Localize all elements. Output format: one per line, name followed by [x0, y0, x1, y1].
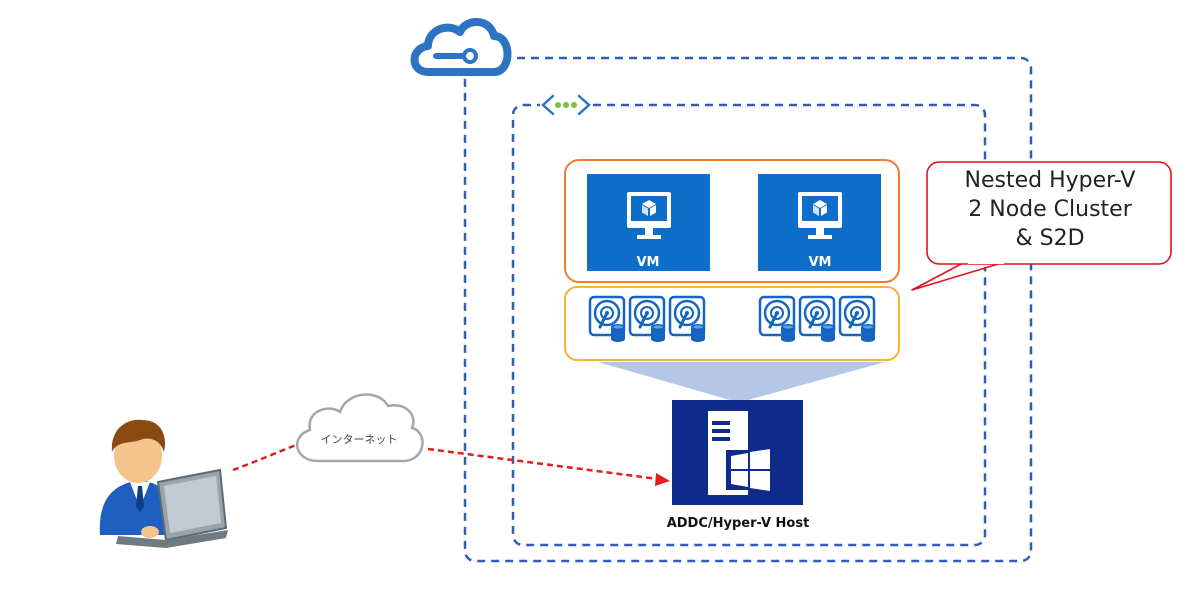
- virtual-machine-icon: [798, 192, 842, 239]
- user-to-internet-link: [232, 443, 297, 472]
- vm-label: VM: [637, 255, 660, 270]
- virtual-network-boundary: [511, 103, 987, 547]
- hard-disk-icon: [798, 295, 837, 344]
- hard-disk-icon: [628, 295, 667, 344]
- user-with-laptop-icon: [99, 419, 228, 548]
- internet-label: インターネット: [321, 433, 398, 446]
- virtual-machine-icon: [627, 192, 671, 239]
- callout-line: 2 Node Cluster: [968, 197, 1132, 222]
- arrow-head: [655, 473, 670, 486]
- virtual-network-icon: [540, 92, 592, 118]
- vm-label: VM: [809, 255, 832, 270]
- host-label: ADDC/Hyper-V Host: [667, 516, 810, 531]
- vm-tile: VM: [758, 174, 881, 271]
- hard-disk-icon: [758, 295, 797, 344]
- windows-server-icon: [708, 411, 774, 495]
- host-tile: [672, 400, 803, 505]
- hard-disk-icon: [838, 295, 877, 344]
- hard-disk-icon: [588, 295, 627, 344]
- internet-cloud-icon: インターネット: [295, 393, 424, 463]
- azure-cloud-icon: [410, 12, 512, 78]
- callout-tail: [911, 261, 1006, 291]
- storage-pool-wedge: [598, 362, 885, 400]
- internet-to-host-arrow: [427, 447, 659, 481]
- hard-disk-icon: [668, 295, 707, 344]
- vm-tile: VM: [587, 174, 710, 271]
- callout-line: Nested Hyper-V: [964, 168, 1136, 193]
- callout-box: [926, 161, 1172, 265]
- azure-subscription-boundary: [463, 56, 1033, 563]
- callout-text: Nested Hyper-V 2 Node Cluster & S2D: [930, 166, 1170, 253]
- callout-line: & S2D: [1015, 226, 1085, 251]
